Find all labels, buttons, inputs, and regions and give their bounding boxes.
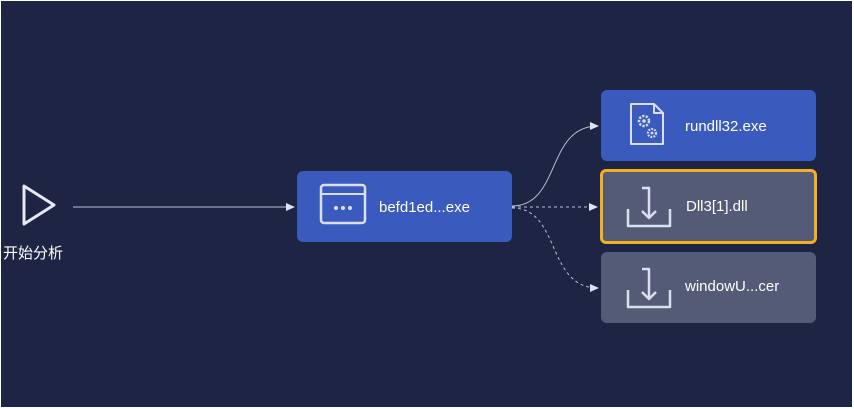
file-node-windowu[interactable]: windowU...cer: [601, 252, 816, 323]
node-label-rundll32: rundll32.exe: [685, 118, 767, 135]
process-node-befd1ed[interactable]: befd1ed...exe: [297, 171, 512, 242]
start-label: 开始分析: [3, 244, 64, 262]
edge-main-to-rundll: [511, 122, 599, 207]
edge-main-to-window: [511, 207, 599, 292]
node-label-befd1ed: befd1ed...exe: [379, 199, 470, 216]
settings-file-icon: [630, 103, 664, 145]
browser-window-icon: [319, 183, 367, 225]
download-tray-icon: [626, 186, 672, 228]
node-label-windowu: windowU...cer: [685, 278, 780, 295]
start-node[interactable]: 开始分析: [1, 179, 73, 269]
file-node-dll3-selected[interactable]: Dll3[1].dll: [600, 169, 817, 244]
process-node-rundll32[interactable]: rundll32.exe: [601, 90, 816, 161]
download-tray-icon: [626, 267, 672, 309]
play-outline-icon: [22, 184, 56, 226]
node-label-dll3: Dll3[1].dll: [686, 198, 748, 215]
